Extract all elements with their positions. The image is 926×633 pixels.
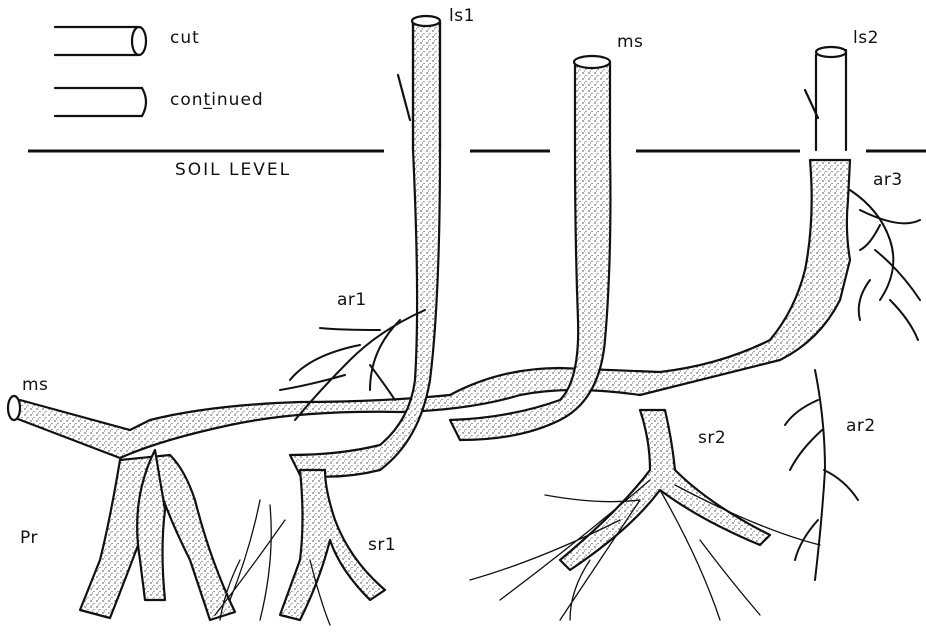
label-pr: Pr <box>20 530 38 547</box>
label-ar1: ar1 <box>337 292 367 309</box>
legend-continued-label: cont̲inued <box>170 92 264 109</box>
secondary-root-sr2 <box>470 410 820 620</box>
legend-cut-label: cut <box>170 30 200 47</box>
label-ls1: ls1 <box>449 8 475 25</box>
adventitious-root-ar2 <box>785 370 858 580</box>
label-ar2: ar2 <box>846 418 876 435</box>
label-ms-top: ms <box>617 34 643 51</box>
label-sr1: sr1 <box>368 537 396 554</box>
legend-cut-symbol <box>55 27 146 55</box>
adventitious-root-ar3 <box>850 190 920 340</box>
label-sr2: sr2 <box>698 430 726 447</box>
secondary-root-sr1 <box>215 470 385 625</box>
legend-continued-symbol <box>55 88 146 116</box>
label-ms-left: ms <box>22 377 48 394</box>
label-ls2: ls2 <box>853 30 879 47</box>
primary-root-pr <box>80 450 235 620</box>
soil-level-label: SOIL LEVEL <box>175 162 291 179</box>
label-ar3: ar3 <box>873 172 903 189</box>
lateral-shoot-ls2 <box>805 47 846 150</box>
